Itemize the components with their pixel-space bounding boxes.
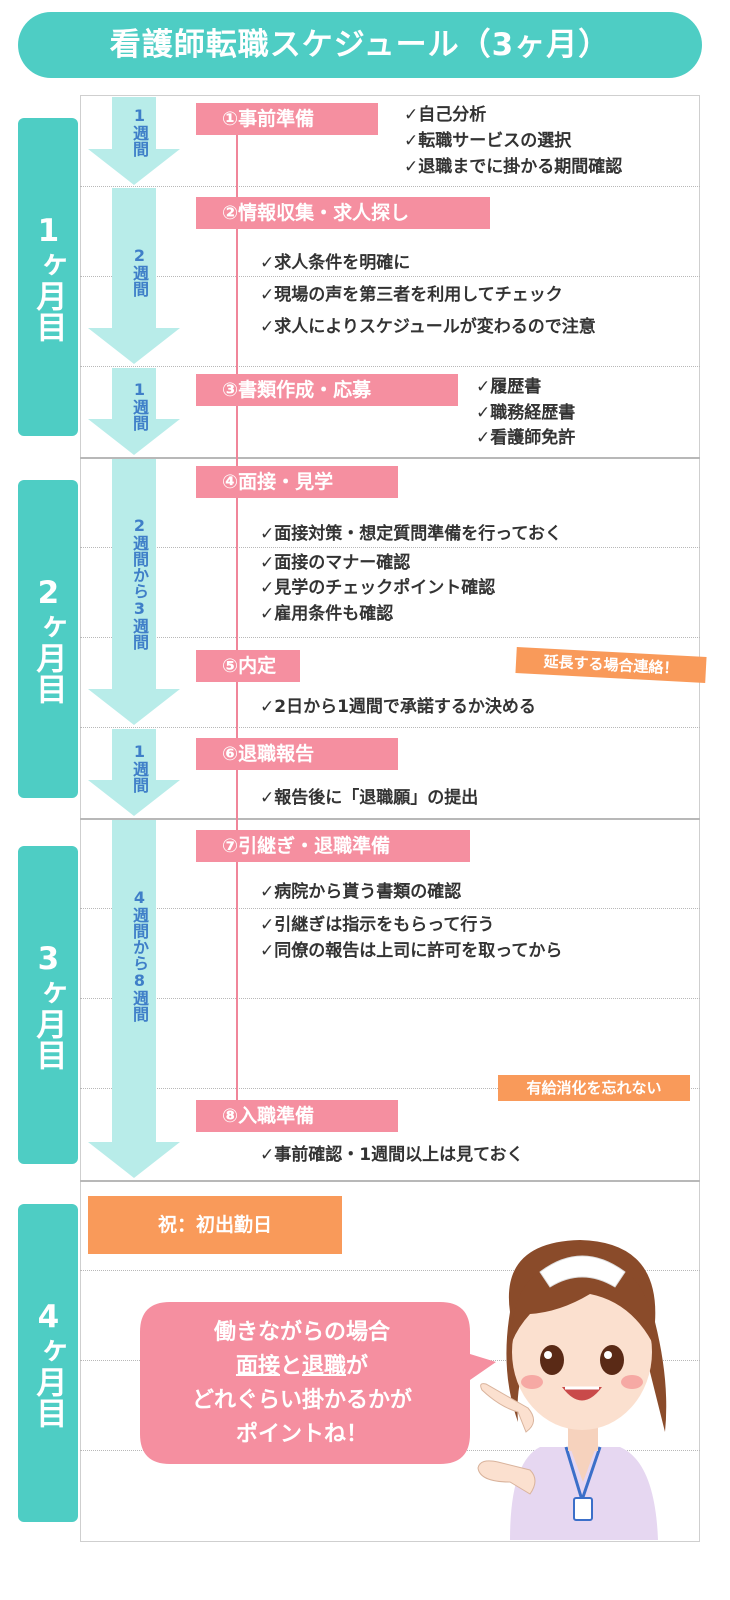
bubble-highlight: 面接 <box>235 1354 280 1379</box>
step-2-label: ②情報収集・求人探し <box>196 197 490 229</box>
step-item: ✓退職までに掛かる期間確認 <box>404 157 623 177</box>
step-6-label: ⑥退職報告 <box>196 738 398 770</box>
grid-row-divider <box>80 547 700 548</box>
duration-label: 2週間 <box>130 246 149 297</box>
step-item: ✓引継ぎは指示をもらって行う <box>260 915 495 935</box>
duration-arrow <box>88 459 180 725</box>
month-label-2: 2ヶ月目 <box>18 480 78 798</box>
speech-bubble-text: 働きながらの場合 面接と退職が どれぐらい掛かるかが ポイントね！ <box>152 1316 452 1452</box>
duration-label: 1週間 <box>130 106 149 157</box>
duration-label: 2週間から3週間 <box>130 516 149 650</box>
grid-row-divider <box>80 727 700 728</box>
step-item: ✓雇用条件も確認 <box>260 604 394 624</box>
step-item: ✓見学のチェックポイント確認 <box>260 578 496 598</box>
grid-row-divider <box>80 186 700 187</box>
month-divider <box>80 457 700 459</box>
month-divider <box>80 818 700 820</box>
grid-row-divider <box>80 366 700 367</box>
step-4-label: ④面接・見学 <box>196 466 398 498</box>
step-item: ✓現場の声を第三者を利用してチェック <box>260 285 563 305</box>
step-item: ✓同僚の報告は上司に許可を取ってから <box>260 941 563 961</box>
duration-arrow <box>88 188 180 364</box>
month-divider <box>80 1180 700 1182</box>
step-item: ✓職務経歴書 <box>476 403 576 423</box>
duration-arrow <box>88 729 180 816</box>
step-item: ✓看護師免許 <box>476 428 576 448</box>
step-item: ✓面接のマナー確認 <box>260 553 411 573</box>
step-3-label: ③書類作成・応募 <box>196 374 458 406</box>
step-5-label: ⑤内定 <box>196 650 300 682</box>
grid-row-divider <box>80 908 700 909</box>
duration-label: 1週間 <box>130 380 149 431</box>
bubble-line: 面接と退職が <box>152 1350 452 1384</box>
duration-label: 1週間 <box>130 742 149 793</box>
month-label-1: 1ヶ月目 <box>18 118 78 436</box>
step-item: ✓求人によりスケジュールが変わるので注意 <box>260 317 596 337</box>
duration-arrow <box>88 97 180 185</box>
grid-row-divider <box>80 1088 700 1089</box>
bubble-line: ポイントね！ <box>235 1422 368 1447</box>
step-8-label: ⑧入職準備 <box>196 1100 398 1132</box>
step-item: ✓報告後に「退職願」の提出 <box>260 788 479 808</box>
step-item: ✓病院から貰う書類の確認 <box>260 882 462 902</box>
month-label-3: 3ヶ月目 <box>18 846 78 1164</box>
step-7-label: ⑦引継ぎ・退職準備 <box>196 830 470 862</box>
page-title: 看護師転職スケジュール（3ヶ月） <box>18 12 702 78</box>
step-item: ✓求人条件を明確に <box>260 253 411 273</box>
step-item: ✓転職サービスの選択 <box>404 131 572 151</box>
step-item: ✓履歴書 <box>476 377 542 397</box>
step-item: ✓事前確認・1週間以上は見ておく <box>260 1145 524 1165</box>
duration-arrow <box>88 820 180 1178</box>
speech-bubble <box>140 1302 496 1464</box>
nurse-illustration <box>477 1240 667 1540</box>
timeline-connector <box>236 132 238 1112</box>
duration-label: 4週間から8週間 <box>130 888 149 1022</box>
duration-arrow <box>88 368 180 455</box>
bubble-line: 働きながらの場合 <box>213 1320 390 1345</box>
grid-row-divider <box>80 637 700 638</box>
step-1-label: ①事前準備 <box>196 103 378 135</box>
paid-leave-note: 有給消化を忘れない <box>498 1075 690 1101</box>
month-label-4: 4ヶ月目 <box>18 1204 78 1522</box>
bubble-suffix: が <box>346 1354 369 1379</box>
bubble-highlight: 退職 <box>302 1354 347 1379</box>
first-day-badge: 祝：初出勤日 <box>88 1196 342 1254</box>
grid-row-divider <box>80 1270 700 1271</box>
bubble-connector: と <box>279 1354 302 1379</box>
step-item: ✓面接対策・想定質問準備を行っておく <box>260 524 562 544</box>
step-item: ✓自己分析 <box>404 105 487 125</box>
step-item: ✓2日から1週間で承諾するか決める <box>260 697 536 717</box>
bubble-line: どれぐらい掛かるかが <box>191 1388 412 1413</box>
grid-row-divider <box>80 276 700 277</box>
grid-row-divider <box>80 998 700 999</box>
